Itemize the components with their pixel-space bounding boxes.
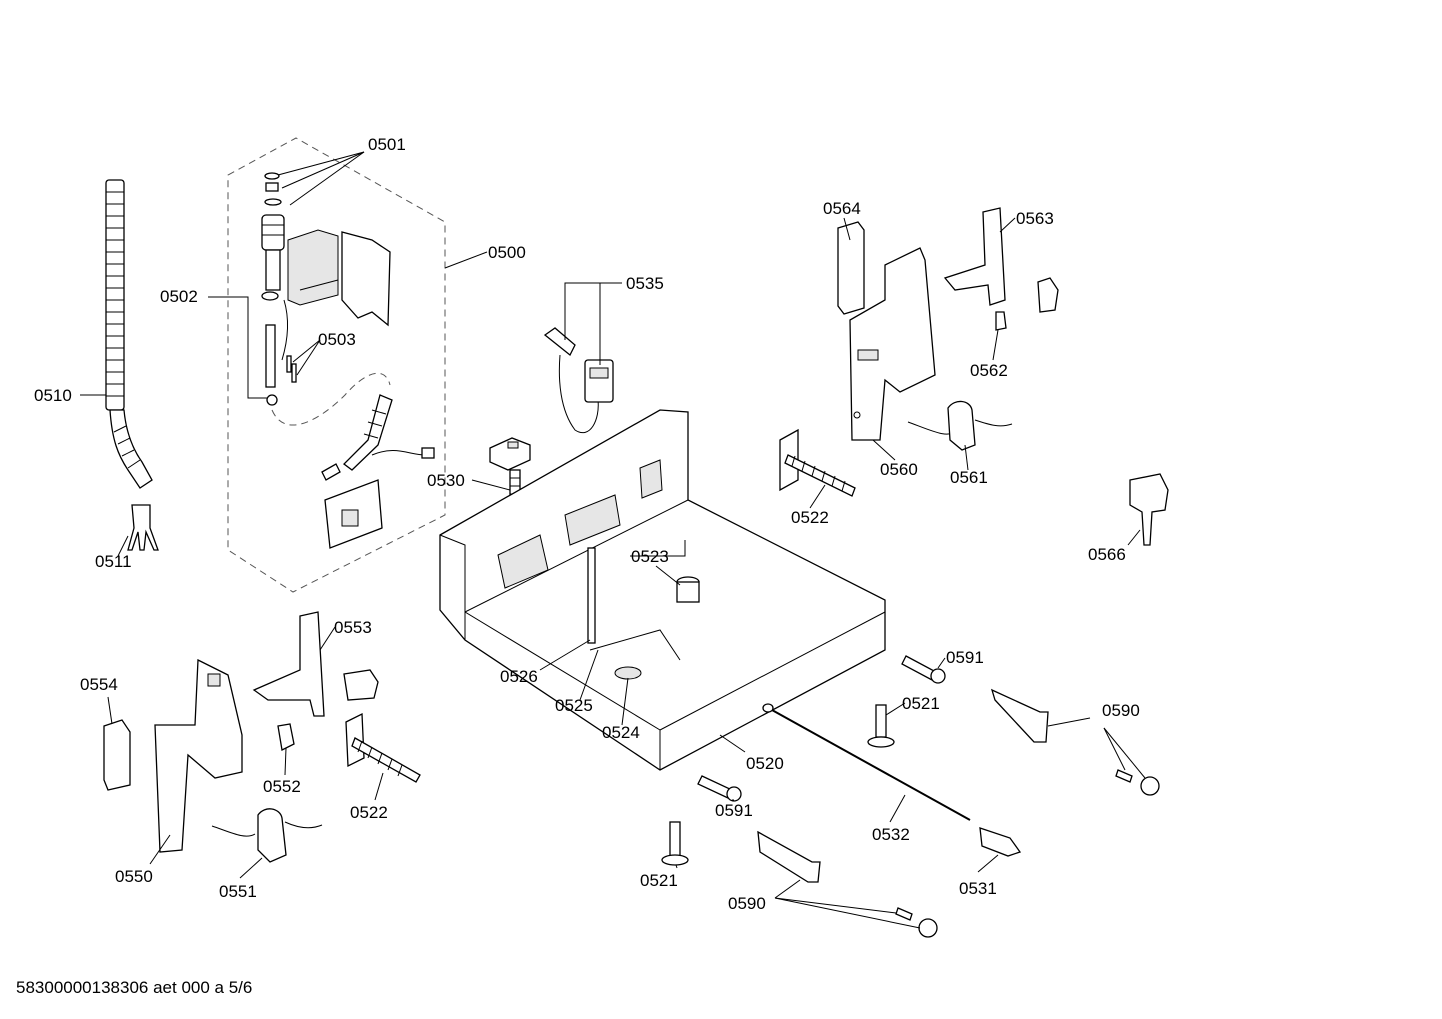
label-0563: 0563 xyxy=(1016,209,1054,228)
label-0503: 0503 xyxy=(318,330,356,349)
base-tub-0520 xyxy=(439,409,886,771)
label-0520: 0520 xyxy=(746,754,784,773)
valve-0566 xyxy=(1129,473,1169,546)
screw-0591-upper xyxy=(901,655,946,684)
rail-0590-right xyxy=(990,688,1049,743)
float-switch-0530 xyxy=(489,437,531,471)
label-0591-lower: 0591 xyxy=(715,801,753,820)
label-0550: 0550 xyxy=(115,867,153,886)
label-0521-lower: 0521 xyxy=(640,871,678,890)
dispenser-housing xyxy=(287,229,391,327)
bracket-0563 xyxy=(943,207,1059,313)
hinge-spring-0522-right xyxy=(779,428,856,497)
label-0566: 0566 xyxy=(1088,545,1126,564)
knob-0531 xyxy=(979,827,1022,857)
group-0500-outline xyxy=(227,137,446,593)
drain-hose-0510 xyxy=(105,179,153,489)
cover-0554 xyxy=(103,719,131,791)
screw-cap-0590-right xyxy=(1115,769,1160,796)
label-0553: 0553 xyxy=(334,618,372,637)
clip-0562 xyxy=(995,311,1007,331)
label-0590-lower: 0590 xyxy=(728,894,766,913)
label-0501: 0501 xyxy=(368,135,406,154)
label-0523: 0523 xyxy=(631,547,669,566)
label-0561: 0561 xyxy=(950,468,988,487)
rail-0590-lower xyxy=(757,830,821,883)
label-0591-upper: 0591 xyxy=(946,648,984,667)
bracket-0550 xyxy=(154,658,243,853)
label-0511: 0511 xyxy=(95,552,132,571)
label-0522-right: 0522 xyxy=(791,508,829,527)
label-0526: 0526 xyxy=(500,667,538,686)
label-0531: 0531 xyxy=(959,879,997,898)
label-0500: 0500 xyxy=(488,243,526,262)
rod-0532 xyxy=(771,709,971,821)
part-labels: 0501 0500 0502 0503 0510 0511 0535 0530 … xyxy=(34,135,1140,913)
label-0562: 0562 xyxy=(970,361,1008,380)
screw-cap-0590-lower xyxy=(895,907,938,938)
label-0560: 0560 xyxy=(880,460,918,479)
label-0532: 0532 xyxy=(872,825,910,844)
label-0551: 0551 xyxy=(219,882,257,901)
drawing-reference-code: 58300000138306 aet 000 a 5/6 xyxy=(16,978,253,997)
wire-loop xyxy=(271,372,391,426)
bracket-0553 xyxy=(252,611,379,717)
cover-0564 xyxy=(837,221,865,315)
label-0564: 0564 xyxy=(823,199,861,218)
label-0524: 0524 xyxy=(602,723,640,742)
label-0521-right: 0521 xyxy=(902,694,940,713)
label-0554: 0554 xyxy=(80,675,118,694)
foot-0521-right xyxy=(867,704,895,748)
screw-0591-lower xyxy=(697,775,742,802)
leader-lines xyxy=(80,151,1146,929)
label-0522-left: 0522 xyxy=(350,803,388,822)
label-0525: 0525 xyxy=(555,696,593,715)
hinge-spring-0522-left xyxy=(345,712,421,783)
foot-0521-lower xyxy=(661,821,689,866)
hose-clip-0511 xyxy=(127,504,159,551)
label-0552: 0552 xyxy=(263,777,301,796)
small-hose xyxy=(321,394,435,481)
label-0530: 0530 xyxy=(427,471,465,490)
label-0535: 0535 xyxy=(626,274,664,293)
inlet-valve-0502 xyxy=(261,172,297,406)
wire-harness-0535 xyxy=(543,327,614,433)
label-0502: 0502 xyxy=(160,287,198,306)
label-0510: 0510 xyxy=(34,386,72,405)
sensor-0561 xyxy=(907,400,1013,451)
clip-0552 xyxy=(277,723,295,751)
sensor-0551 xyxy=(211,808,323,863)
label-0590-right: 0590 xyxy=(1102,701,1140,720)
sensor-bracket xyxy=(324,479,383,549)
bracket-0560 xyxy=(849,247,936,441)
